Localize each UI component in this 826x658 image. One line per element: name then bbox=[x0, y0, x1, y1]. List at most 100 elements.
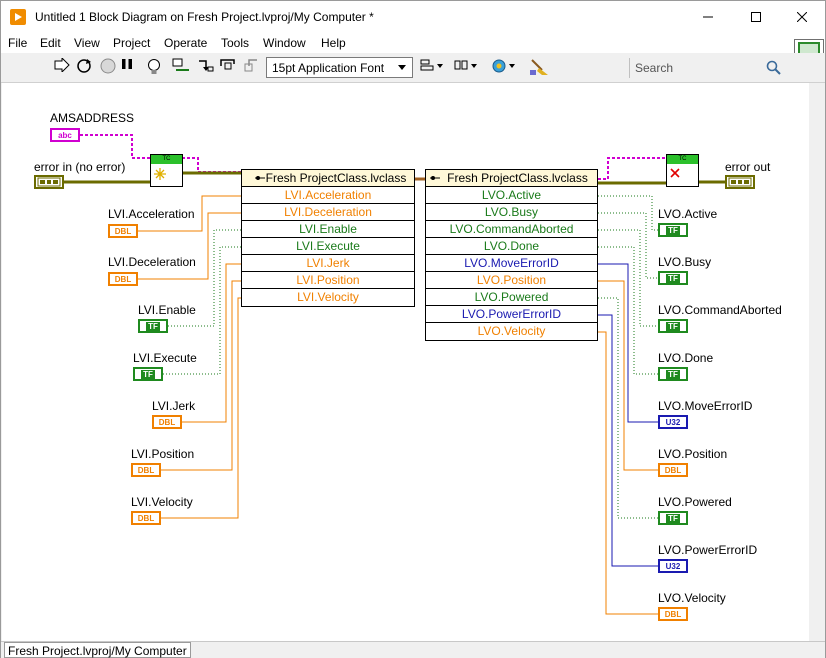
output-type-velocity: DBL bbox=[664, 609, 682, 619]
input-type-acceleration: DBL bbox=[114, 226, 132, 236]
search-icon[interactable] bbox=[766, 60, 782, 76]
step-out-button[interactable] bbox=[243, 58, 263, 78]
output-indicator-position[interactable]: DBL bbox=[658, 463, 688, 477]
clean-up-button[interactable] bbox=[528, 58, 552, 78]
node-out-row-busy[interactable]: LVO.Busy bbox=[426, 204, 597, 221]
vertical-scrollbar[interactable] bbox=[809, 83, 825, 641]
run-button[interactable] bbox=[54, 58, 74, 78]
property-node-read[interactable]: Fresh ProjectClass.lvclass LVO.Active LV… bbox=[425, 169, 598, 341]
node-out-row-active[interactable]: LVO.Active bbox=[426, 187, 597, 204]
node-out-row-powered[interactable]: LVO.Powered bbox=[426, 289, 597, 306]
wire-lvo-position[interactable] bbox=[598, 280, 658, 471]
run-continuously-button[interactable] bbox=[76, 58, 96, 78]
output-type-done: TF bbox=[666, 369, 680, 379]
menu-window[interactable]: Window bbox=[263, 36, 306, 50]
input-control-deceleration[interactable]: DBL bbox=[108, 272, 138, 286]
node-out-row-powererrorid[interactable]: LVO.PowerErrorID bbox=[426, 306, 597, 323]
close-button[interactable] bbox=[779, 1, 825, 33]
wire-string-out[interactable] bbox=[598, 157, 666, 180]
menu-view[interactable]: View bbox=[74, 36, 100, 50]
wire-lvo-busy[interactable] bbox=[598, 212, 658, 279]
wire-lvi-velocity[interactable] bbox=[161, 297, 241, 519]
error-in-cluster[interactable] bbox=[34, 175, 64, 189]
input-control-acceleration[interactable]: DBL bbox=[108, 224, 138, 238]
step-into-button[interactable] bbox=[198, 58, 218, 78]
block-diagram-canvas[interactable]: AMSADDRESS abc error in (no error) TC Fr… bbox=[2, 83, 809, 641]
menu-project[interactable]: Project bbox=[113, 36, 151, 50]
wire-lvi-deceleration[interactable] bbox=[138, 212, 241, 280]
project-context-label[interactable]: Fresh Project.lvproj/My Computer bbox=[4, 642, 191, 658]
input-type-jerk: DBL bbox=[158, 417, 176, 427]
node-in-row-enable[interactable]: LVI.Enable bbox=[242, 221, 414, 238]
output-indicator-velocity[interactable]: DBL bbox=[658, 607, 688, 621]
node-out-row-done[interactable]: LVO.Done bbox=[426, 238, 597, 255]
output-indicator-powered[interactable]: TF bbox=[658, 511, 688, 525]
wire-lvi-acceleration[interactable] bbox=[138, 195, 241, 232]
node-out-row-position[interactable]: LVO.Position bbox=[426, 272, 597, 289]
wire-lvo-powererrorid[interactable] bbox=[598, 314, 658, 567]
pause-icon bbox=[122, 59, 132, 69]
toolbar: 15pt Application Font Search bbox=[1, 53, 825, 83]
wire-lvi-enable[interactable] bbox=[168, 229, 241, 327]
menu-tools[interactable]: Tools bbox=[221, 36, 250, 50]
menu-file[interactable]: File bbox=[8, 36, 28, 50]
wire-lvi-jerk[interactable] bbox=[182, 263, 241, 423]
node-in-row-jerk[interactable]: LVI.Jerk bbox=[242, 255, 414, 272]
wire-lvo-commandaborted[interactable] bbox=[598, 229, 658, 327]
node-out-row-moveerrorid[interactable]: LVO.MoveErrorID bbox=[426, 255, 597, 272]
retain-wire-values-button[interactable] bbox=[172, 58, 192, 78]
abort-button[interactable] bbox=[100, 58, 120, 78]
menu-help[interactable]: Help bbox=[321, 36, 346, 50]
reorder-button[interactable] bbox=[491, 58, 519, 78]
output-indicator-powererrorid[interactable]: U32 bbox=[658, 559, 688, 573]
error-out-cluster[interactable] bbox=[725, 175, 755, 189]
wire-lvi-execute[interactable] bbox=[163, 246, 241, 375]
search-input[interactable]: Search bbox=[629, 58, 787, 78]
menu-edit[interactable]: Edit bbox=[40, 36, 61, 50]
window-title: Untitled 1 Block Diagram on Fresh Projec… bbox=[35, 10, 374, 24]
input-control-enable[interactable]: TF bbox=[138, 319, 168, 333]
tc-write-vi[interactable]: TC bbox=[666, 154, 699, 187]
wire-lvo-done[interactable] bbox=[598, 246, 658, 375]
node-out-row-velocity[interactable]: LVO.Velocity bbox=[477, 324, 546, 338]
wire-lvo-velocity[interactable] bbox=[598, 331, 658, 615]
highlight-execution-button[interactable] bbox=[147, 58, 167, 78]
amsaddress-control[interactable]: abc bbox=[50, 128, 80, 142]
maximize-button[interactable] bbox=[733, 1, 779, 33]
output-indicator-commandaborted[interactable]: TF bbox=[658, 319, 688, 333]
input-control-velocity[interactable]: DBL bbox=[131, 511, 161, 525]
run-continuously-icon bbox=[77, 59, 91, 73]
property-node-write[interactable]: Fresh ProjectClass.lvclass LVI.Accelerat… bbox=[241, 169, 415, 307]
wire-lvo-active[interactable] bbox=[598, 195, 658, 231]
node-in-row-velocity[interactable]: LVI.Velocity bbox=[297, 290, 359, 304]
pause-button[interactable] bbox=[121, 58, 141, 78]
step-over-button[interactable] bbox=[220, 58, 240, 78]
wire-lvo-powered[interactable] bbox=[598, 297, 658, 519]
output-indicator-done[interactable]: TF bbox=[658, 367, 688, 381]
node-in-row-acceleration[interactable]: LVI.Acceleration bbox=[242, 187, 414, 204]
node-in-row-position[interactable]: LVI.Position bbox=[242, 272, 414, 289]
input-control-execute[interactable]: TF bbox=[133, 367, 163, 381]
tc-read-vi[interactable]: TC bbox=[150, 154, 183, 187]
output-label-powererrorid: LVO.PowerErrorID bbox=[658, 543, 758, 557]
menu-bar: File Edit View Project Operate Tools Win… bbox=[1, 33, 825, 53]
node-out-row-commandaborted[interactable]: LVO.CommandAborted bbox=[426, 221, 597, 238]
output-label-moveerrorid: LVO.MoveErrorID bbox=[658, 399, 753, 413]
node-in-row-deceleration[interactable]: LVI.Deceleration bbox=[242, 204, 414, 221]
wire-lvo-moveerrorid[interactable] bbox=[598, 263, 658, 423]
minimize-button[interactable] bbox=[685, 1, 731, 33]
font-select[interactable]: 15pt Application Font bbox=[266, 57, 413, 78]
wire-lvi-position[interactable] bbox=[161, 280, 241, 471]
output-indicator-busy[interactable]: TF bbox=[658, 271, 688, 285]
distribute-objects-button[interactable] bbox=[454, 58, 480, 78]
node-in-row-execute[interactable]: LVI.Execute bbox=[242, 238, 414, 255]
output-indicator-active[interactable]: TF bbox=[658, 223, 688, 237]
menu-operate[interactable]: Operate bbox=[164, 36, 208, 50]
input-control-position[interactable]: DBL bbox=[131, 463, 161, 477]
input-label-enable: LVI.Enable bbox=[138, 303, 196, 317]
output-indicator-moveerrorid[interactable]: U32 bbox=[658, 415, 688, 429]
output-label-velocity: LVO.Velocity bbox=[658, 591, 726, 605]
input-control-jerk[interactable]: DBL bbox=[152, 415, 182, 429]
align-objects-button[interactable] bbox=[420, 58, 446, 78]
search-placeholder: Search bbox=[635, 61, 674, 75]
